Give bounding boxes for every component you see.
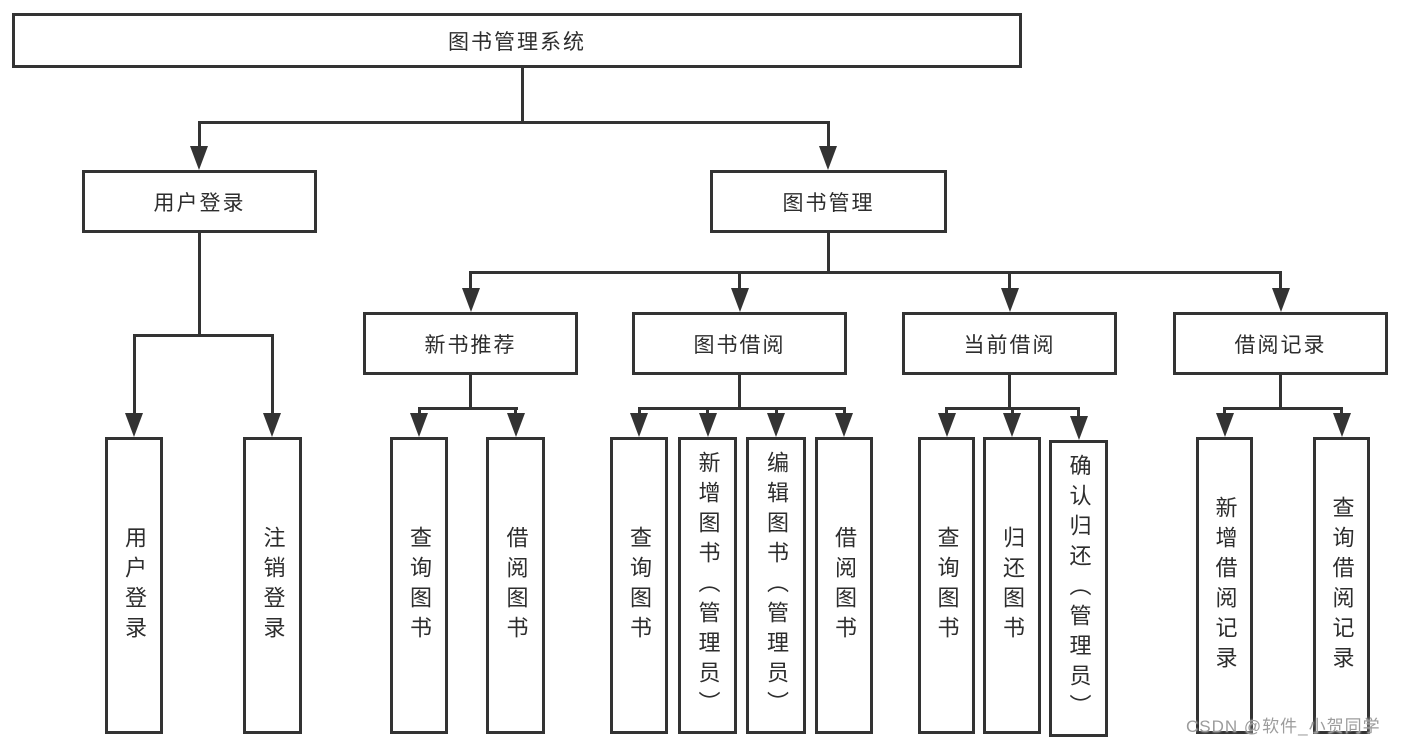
node-current-borrowing: 当前借阅 [902, 312, 1117, 375]
connector-level3-rail [469, 271, 1282, 274]
leaf-borrow-books-recommend: 借阅图书 [486, 437, 545, 734]
connector-drop [1223, 407, 1226, 413]
arrow-down-icon [263, 413, 281, 437]
arrow-down-icon [507, 413, 525, 437]
arrow-down-icon [1003, 413, 1021, 437]
csdn-watermark: CSDN @软件_小贺同学 [1186, 717, 1381, 736]
connector-drop-current-borrow [1008, 271, 1011, 288]
arrow-down-icon [1001, 288, 1019, 312]
connector-book-borrow-trunk [738, 375, 741, 410]
connector-drop [945, 407, 948, 413]
connector-drop [418, 407, 421, 413]
connector-book-borrow-rail [638, 407, 846, 410]
connector-borrow-records-rail [1223, 407, 1343, 410]
leaf-add-borrow-record: 新增借阅记录 [1196, 437, 1253, 734]
node-borrowing-records: 借阅记录 [1173, 312, 1388, 375]
node-book-borrowing: 图书借阅 [632, 312, 847, 375]
node-library-management-system: 图书管理系统 [12, 13, 1022, 68]
connector-root-trunk [521, 68, 524, 121]
leaf-query-books-borrowing: 查询图书 [610, 437, 668, 734]
leaf-logout: 注销登录 [243, 437, 302, 734]
arrow-down-icon [125, 413, 143, 437]
connector-new-book-trunk [469, 375, 472, 410]
arrow-down-icon [835, 413, 853, 437]
connector-drop [1011, 407, 1014, 413]
connector-drop-leaf-logout [271, 334, 274, 413]
node-new-book-recommend: 新书推荐 [363, 312, 578, 375]
connector-book-management-trunk [827, 233, 830, 274]
arrow-down-icon [1272, 288, 1290, 312]
leaf-add-books-admin: 新增图书（管理员） [678, 437, 737, 734]
connector-drop-book-management [827, 121, 830, 146]
connector-drop [514, 407, 517, 413]
connector-drop-borrow-records [1279, 271, 1282, 288]
connector-user-login-rail [133, 334, 274, 337]
arrow-down-icon [938, 413, 956, 437]
arrow-down-icon [190, 146, 208, 170]
connector-user-login-trunk [198, 233, 201, 337]
connector-drop [638, 407, 641, 413]
connector-drop-book-borrow [738, 271, 741, 288]
arrow-down-icon [630, 413, 648, 437]
node-book-management: 图书管理 [710, 170, 947, 233]
leaf-edit-books-admin: 编辑图书（管理员） [746, 437, 806, 734]
arrow-down-icon [767, 413, 785, 437]
leaf-query-books-recommend: 查询图书 [390, 437, 448, 734]
arrow-down-icon [1216, 413, 1234, 437]
arrow-down-icon [699, 413, 717, 437]
connector-drop-new-book [469, 271, 472, 288]
connector-drop [706, 407, 709, 413]
leaf-borrow-books: 借阅图书 [815, 437, 873, 734]
leaf-user-login: 用户登录 [105, 437, 163, 734]
connector-drop [1077, 407, 1080, 416]
connector-current-borrow-trunk [1008, 375, 1011, 410]
leaf-query-borrow-record: 查询借阅记录 [1313, 437, 1370, 734]
connector-level2-rail [198, 121, 830, 124]
connector-drop-leaf-login [133, 334, 136, 413]
connector-borrow-records-trunk [1279, 375, 1282, 410]
arrow-down-icon [410, 413, 428, 437]
connector-drop-user-login [198, 121, 201, 146]
connector-drop [843, 407, 846, 413]
leaf-confirm-return-admin: 确认归还（管理员） [1049, 440, 1108, 737]
connector-drop [775, 407, 778, 413]
leaf-return-books: 归还图书 [983, 437, 1041, 734]
connector-new-book-rail [418, 407, 518, 410]
arrow-down-icon [819, 146, 837, 170]
arrow-down-icon [1070, 416, 1088, 440]
arrow-down-icon [731, 288, 749, 312]
node-user-login: 用户登录 [82, 170, 317, 233]
arrow-down-icon [462, 288, 480, 312]
connector-drop [1340, 407, 1343, 413]
leaf-query-books-current: 查询图书 [918, 437, 975, 734]
arrow-down-icon [1333, 413, 1351, 437]
